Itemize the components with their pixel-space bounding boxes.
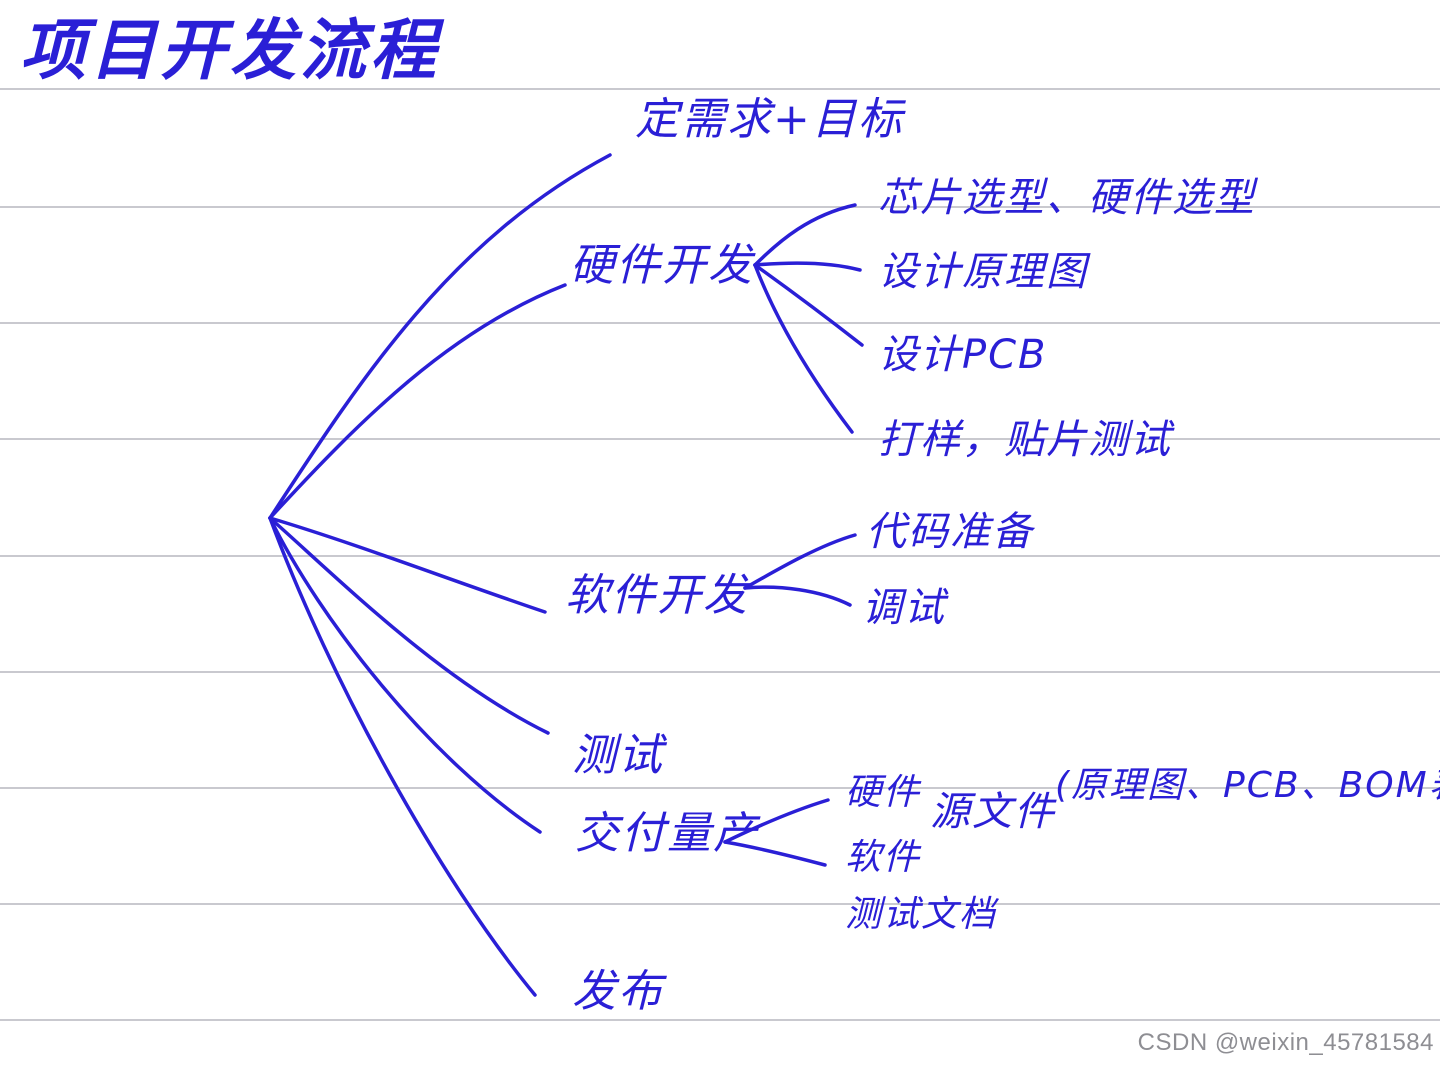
branch-hw-proto: [753, 263, 854, 434]
branch-testing: [268, 516, 550, 735]
watermark: CSDN @weixin_45781584: [1137, 1029, 1434, 1056]
branch-delivery: [268, 516, 542, 834]
branch-requirements: [268, 153, 612, 520]
node-hw-pcb: 设计PCB: [878, 332, 1048, 378]
node-sw-debug: 调试: [862, 585, 946, 631]
node-requirements: 定需求+目标: [635, 94, 904, 145]
page-title: 项目开发流程: [20, 12, 440, 89]
node-hardware: 硬件开发: [570, 240, 754, 291]
ruled-line: [0, 555, 1440, 557]
ruled-line: [0, 206, 1440, 208]
node-hw-chip-selection: 芯片选型、硬件选型: [878, 175, 1256, 221]
branch-del-sw: [723, 840, 827, 867]
branch-hw-schematic: [753, 261, 862, 272]
ruled-line: [0, 88, 1440, 90]
node-delivery: 交付量产: [575, 808, 759, 859]
branch-hardware: [268, 283, 567, 520]
ruled-line: [0, 671, 1440, 673]
node-software: 软件开发: [565, 570, 749, 621]
node-del-test-docs: 测试文档: [845, 894, 998, 935]
node-sw-code-prep: 代码准备: [866, 509, 1034, 555]
branch-hw-chip: [753, 203, 857, 267]
ruled-line: [0, 322, 1440, 324]
node-del-software: 软件: [845, 837, 922, 878]
ruled-line: [0, 438, 1440, 440]
node-hw-proto: 打样，贴片测试: [878, 417, 1172, 463]
branch-hw-pcb: [753, 263, 864, 347]
node-testing: 测试: [572, 730, 664, 781]
ruled-line: [0, 787, 1440, 789]
ruled-line: [0, 903, 1440, 905]
node-del-source-files: 源文件: [930, 789, 1056, 835]
ruled-line: [0, 1019, 1440, 1021]
branch-sw-debug: [743, 585, 852, 607]
branch-del-hw: [723, 798, 830, 844]
branch-software: [268, 516, 547, 614]
node-del-source-detail: (原理图、PCB、BOM表: [1055, 765, 1440, 806]
node-release: 发布: [572, 966, 664, 1017]
node-hw-schematic: 设计原理图: [878, 249, 1088, 295]
branch-sw-code: [743, 533, 857, 590]
branch-release: [268, 516, 537, 997]
node-del-hardware: 硬件: [845, 772, 922, 813]
